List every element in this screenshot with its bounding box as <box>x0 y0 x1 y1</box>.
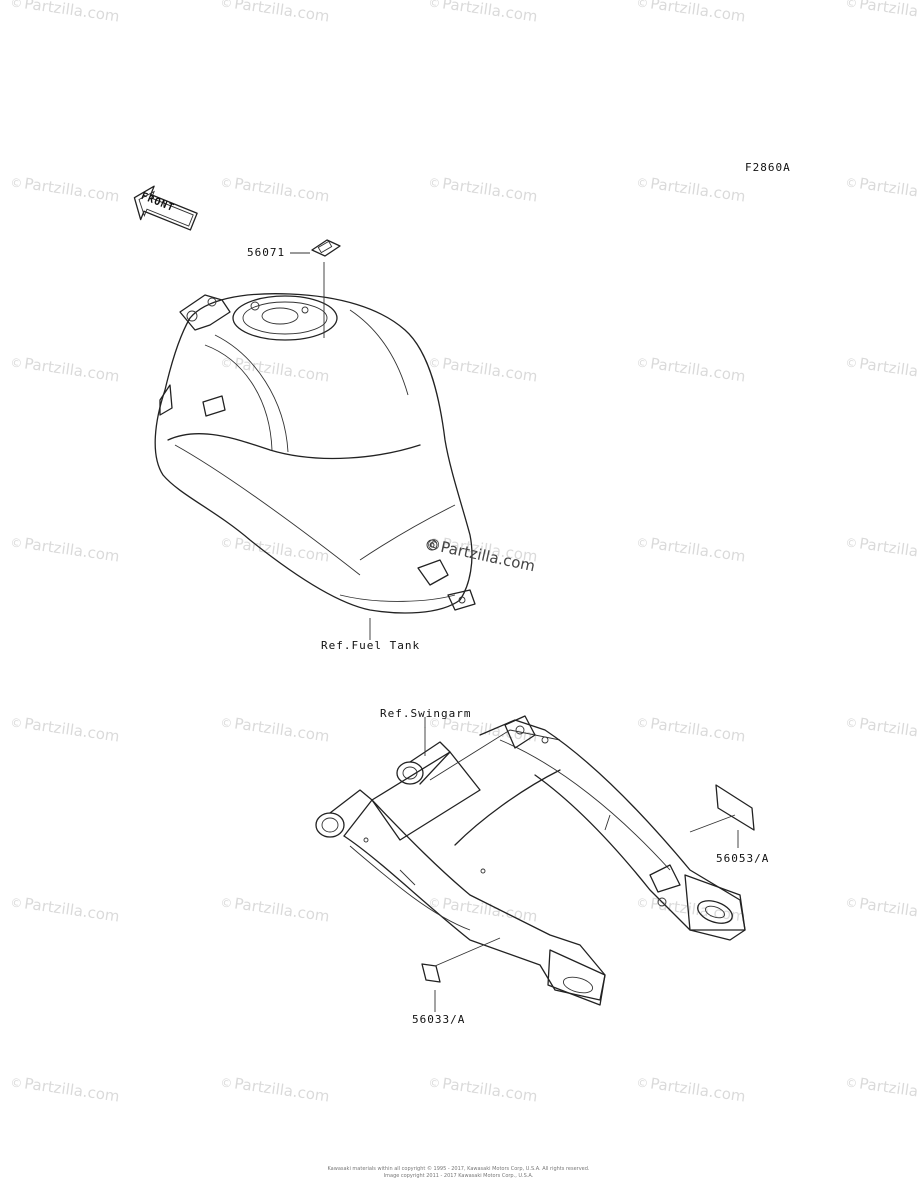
diagram-code: F2860A <box>745 161 791 174</box>
swingarm-drawing <box>315 715 746 1006</box>
part-number-56053a[interactable]: 56053/A <box>716 852 770 865</box>
part-number-56071[interactable]: 56071 <box>247 246 286 259</box>
label-56033a-drawing <box>421 937 501 1012</box>
footer-line: Image copyright 2011 - 2017 Kawasaki Mot… <box>383 1173 534 1179</box>
ref-fuel-tank-label: Ref.Fuel Tank <box>321 639 421 652</box>
footer-line: Kawasaki materials within all copyright … <box>327 1166 590 1172</box>
label-56071-drawing <box>290 239 341 338</box>
fuel-tank-drawing <box>154 293 476 614</box>
label-56053a-drawing <box>689 784 755 848</box>
part-number-56033a[interactable]: 56033/A <box>412 1013 466 1026</box>
copyright-footer: Kawasaki materials within all copyright … <box>300 1166 617 1180</box>
ref-swingarm-label: Ref.Swingarm <box>380 707 472 720</box>
front-arrow-icon <box>133 185 198 231</box>
